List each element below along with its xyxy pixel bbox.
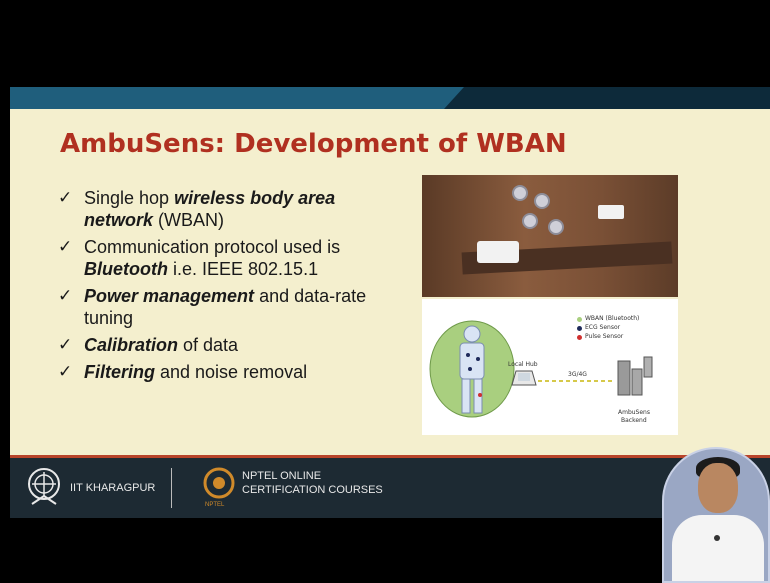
top-letterbox [0,0,770,87]
legend-label: ECG Sensor [585,324,621,331]
legend-label: Pulse Sensor [585,333,624,340]
header-tab [444,87,770,109]
nptel-badge: NPTEL [205,502,225,508]
check-icon: ✓ [58,188,73,207]
footer-bar: IIT KHARAGPUR NPTEL NPTEL ONLINE CERTIFI… [10,458,770,518]
wban-diagram-graphic [429,320,653,418]
footer-divider [171,468,172,508]
bottom-letterbox [0,518,770,583]
network-label: 3G/4G [568,371,587,378]
slide-content: AmbuSens: Development of WBAN ✓Single ho… [10,109,770,455]
bullet-item: ✓Calibration of data [58,335,239,355]
ecg-electrode [534,193,550,209]
institute-name: IIT KHARAGPUR [70,482,156,494]
ecg-electrode [522,213,538,229]
legend-dot [577,335,582,340]
check-icon: ✓ [58,362,73,381]
check-icon: ✓ [58,335,73,354]
check-icon: ✓ [58,286,73,305]
footer-accent-line [10,455,770,458]
bullet-item: ✓Single hop wireless body area network (… [58,188,336,230]
bullet-item: ✓Filtering and noise removal [58,362,308,382]
check-icon: ✓ [58,237,73,256]
backend-label: Backend [621,417,647,424]
ecg-electrode [512,185,528,201]
legend-dot [577,326,582,331]
bullet-item: ✓Communication protocol used is Bluetoot… [58,237,341,279]
legend-dot [577,317,582,322]
nptel-subtitle: CERTIFICATION COURSES [242,484,383,496]
iit-kharagpur-logo [28,468,60,505]
nptel-logo [203,467,235,499]
slide-title: AmbuSens: Development of WBAN [60,129,567,159]
nptel-title: NPTEL ONLINE [242,470,322,482]
bullet-item: ✓Power management and data-rate tuning [58,286,367,328]
ecg-electrode [548,219,564,235]
local-hub-label: Local Hub [508,361,538,368]
presenter-video [662,447,770,583]
legend-label: WBAN (Bluetooth) [585,315,640,322]
lapel-mic-icon [714,535,720,541]
wban-wearer-photo [422,175,678,297]
sensor-device [477,241,519,263]
bullet-list: ✓Single hop wireless body area network (… [58,187,378,388]
wban-diagram: WBAN (Bluetooth) ECG Sensor Pulse Sensor… [422,299,678,435]
pulse-sensor-device [598,205,624,219]
backend-label: AmbuSens [618,409,650,416]
